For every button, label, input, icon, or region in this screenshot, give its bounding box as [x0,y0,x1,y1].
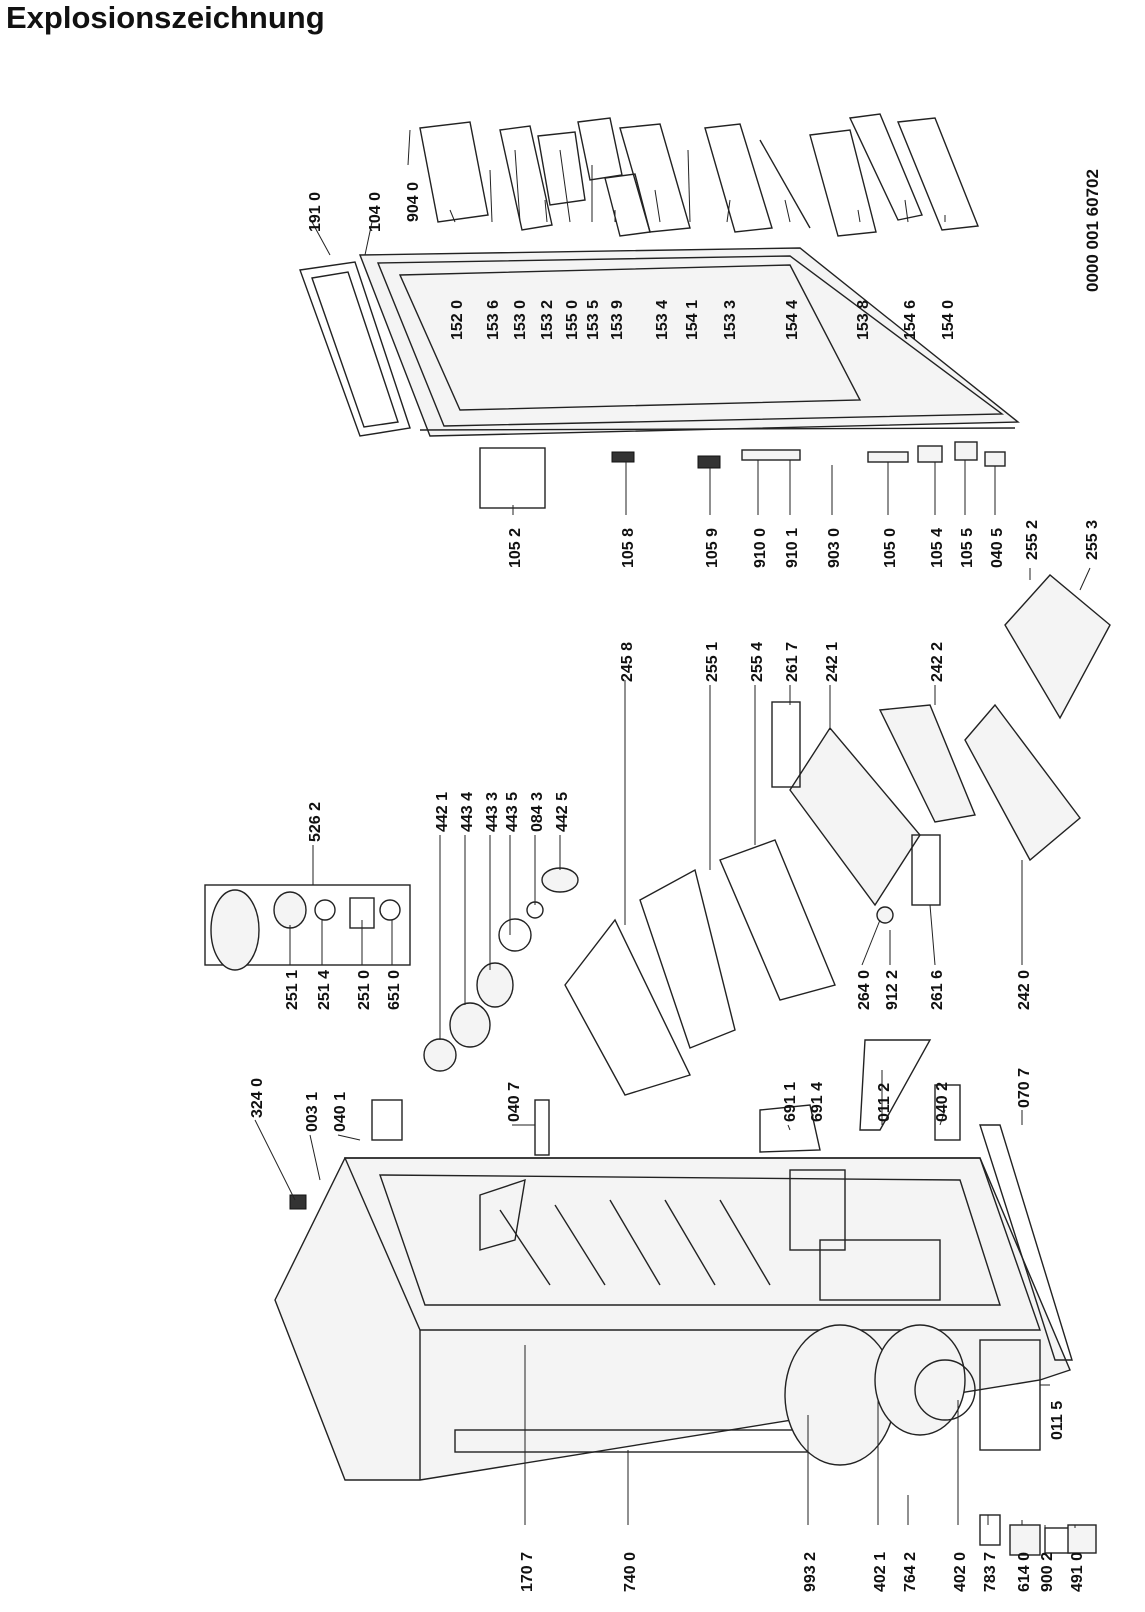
part-label: 255 2 [1024,520,1041,560]
part-label: 442 1 [434,792,451,832]
door-hinge-parts-drawing [479,441,1006,509]
part-label: 651 0 [386,970,403,1010]
part-label: 105 4 [929,528,946,568]
part-label: 170 7 [519,1552,536,1592]
part-label: 153 0 [512,300,529,340]
part-label: 912 2 [884,970,901,1010]
part-label: 691 4 [809,1082,826,1122]
part-label: 105 5 [959,528,976,568]
part-label: 903 0 [826,528,843,568]
part-label: 153 8 [855,300,872,340]
part-label: 153 5 [585,300,602,340]
part-label: 402 1 [872,1552,889,1592]
part-label: 154 1 [684,300,701,340]
part-label: 153 6 [485,300,502,340]
part-label: 443 4 [459,792,476,832]
part-label: 040 1 [332,1092,349,1132]
part-label: 691 1 [782,1082,799,1122]
drawers-and-shelves-drawing [564,574,1111,1096]
part-label: 245 8 [619,642,636,682]
part-label: 155 0 [564,300,581,340]
leader-lines [254,129,1091,1528]
part-label: 153 2 [539,300,556,340]
part-label: 740 0 [622,1552,639,1592]
part-label: 242 1 [824,642,841,682]
part-label: 491 0 [1069,1552,1086,1592]
part-label: 614 0 [1016,1552,1033,1592]
part-label: 084 3 [529,792,546,832]
cabinet-drawing [274,906,1097,1556]
part-label: 764 2 [902,1552,919,1592]
part-label: 904 0 [405,182,422,222]
part-label: 443 3 [484,792,501,832]
part-label: 255 4 [749,642,766,682]
part-label: 242 2 [929,642,946,682]
part-label: 154 4 [784,300,801,340]
part-label: 011 5 [1049,1401,1066,1440]
part-label: 251 4 [316,970,333,1010]
part-label: 011 2 [876,1083,893,1122]
part-label: 152 0 [449,300,466,340]
part-label: 040 5 [989,528,1006,568]
part-label: 105 8 [620,528,637,568]
part-label: 040 2 [934,1082,951,1122]
door-assembly-drawing [299,113,1020,437]
part-label: 783 7 [982,1552,999,1592]
part-label: 255 3 [1084,520,1101,560]
page-title: Explosionszeichnung [6,0,325,35]
part-label: 442 5 [554,792,571,832]
part-label: 105 9 [704,528,721,568]
part-label: 910 1 [784,528,801,568]
part-label: 154 6 [902,300,919,340]
part-label: 264 0 [856,970,873,1010]
part-label: 910 0 [752,528,769,568]
part-label: 993 2 [802,1552,819,1592]
part-label: 251 1 [284,970,301,1010]
part-label: 105 0 [882,528,899,568]
part-label: 191 0 [307,192,324,232]
part-label: 242 0 [1016,970,1033,1010]
part-label: 255 1 [704,642,721,682]
part-label: 153 3 [722,300,739,340]
part-label: 402 0 [952,1552,969,1592]
part-label: 070 7 [1016,1068,1033,1108]
part-label: 153 9 [609,300,626,340]
part-label: 251 0 [356,970,373,1010]
fan-assembly-drawing [204,867,579,1072]
part-label: 153 4 [654,300,671,340]
part-label: 443 5 [504,792,521,832]
part-label: 526 2 [307,802,324,842]
part-label: 040 7 [506,1082,523,1122]
part-label: 261 6 [929,970,946,1010]
part-label: 003 1 [304,1092,321,1132]
document-number: 0000 001 60702 [1083,169,1102,292]
part-label: 154 0 [940,300,957,340]
part-label: 105 2 [507,528,524,568]
part-label: 324 0 [249,1078,266,1118]
part-labels: 191 0 104 0 904 0 152 0 153 6 153 0 153 … [249,182,1101,1592]
part-label: 261 7 [784,642,801,682]
part-label: 900 2 [1039,1552,1056,1592]
part-label: 104 0 [367,192,384,232]
